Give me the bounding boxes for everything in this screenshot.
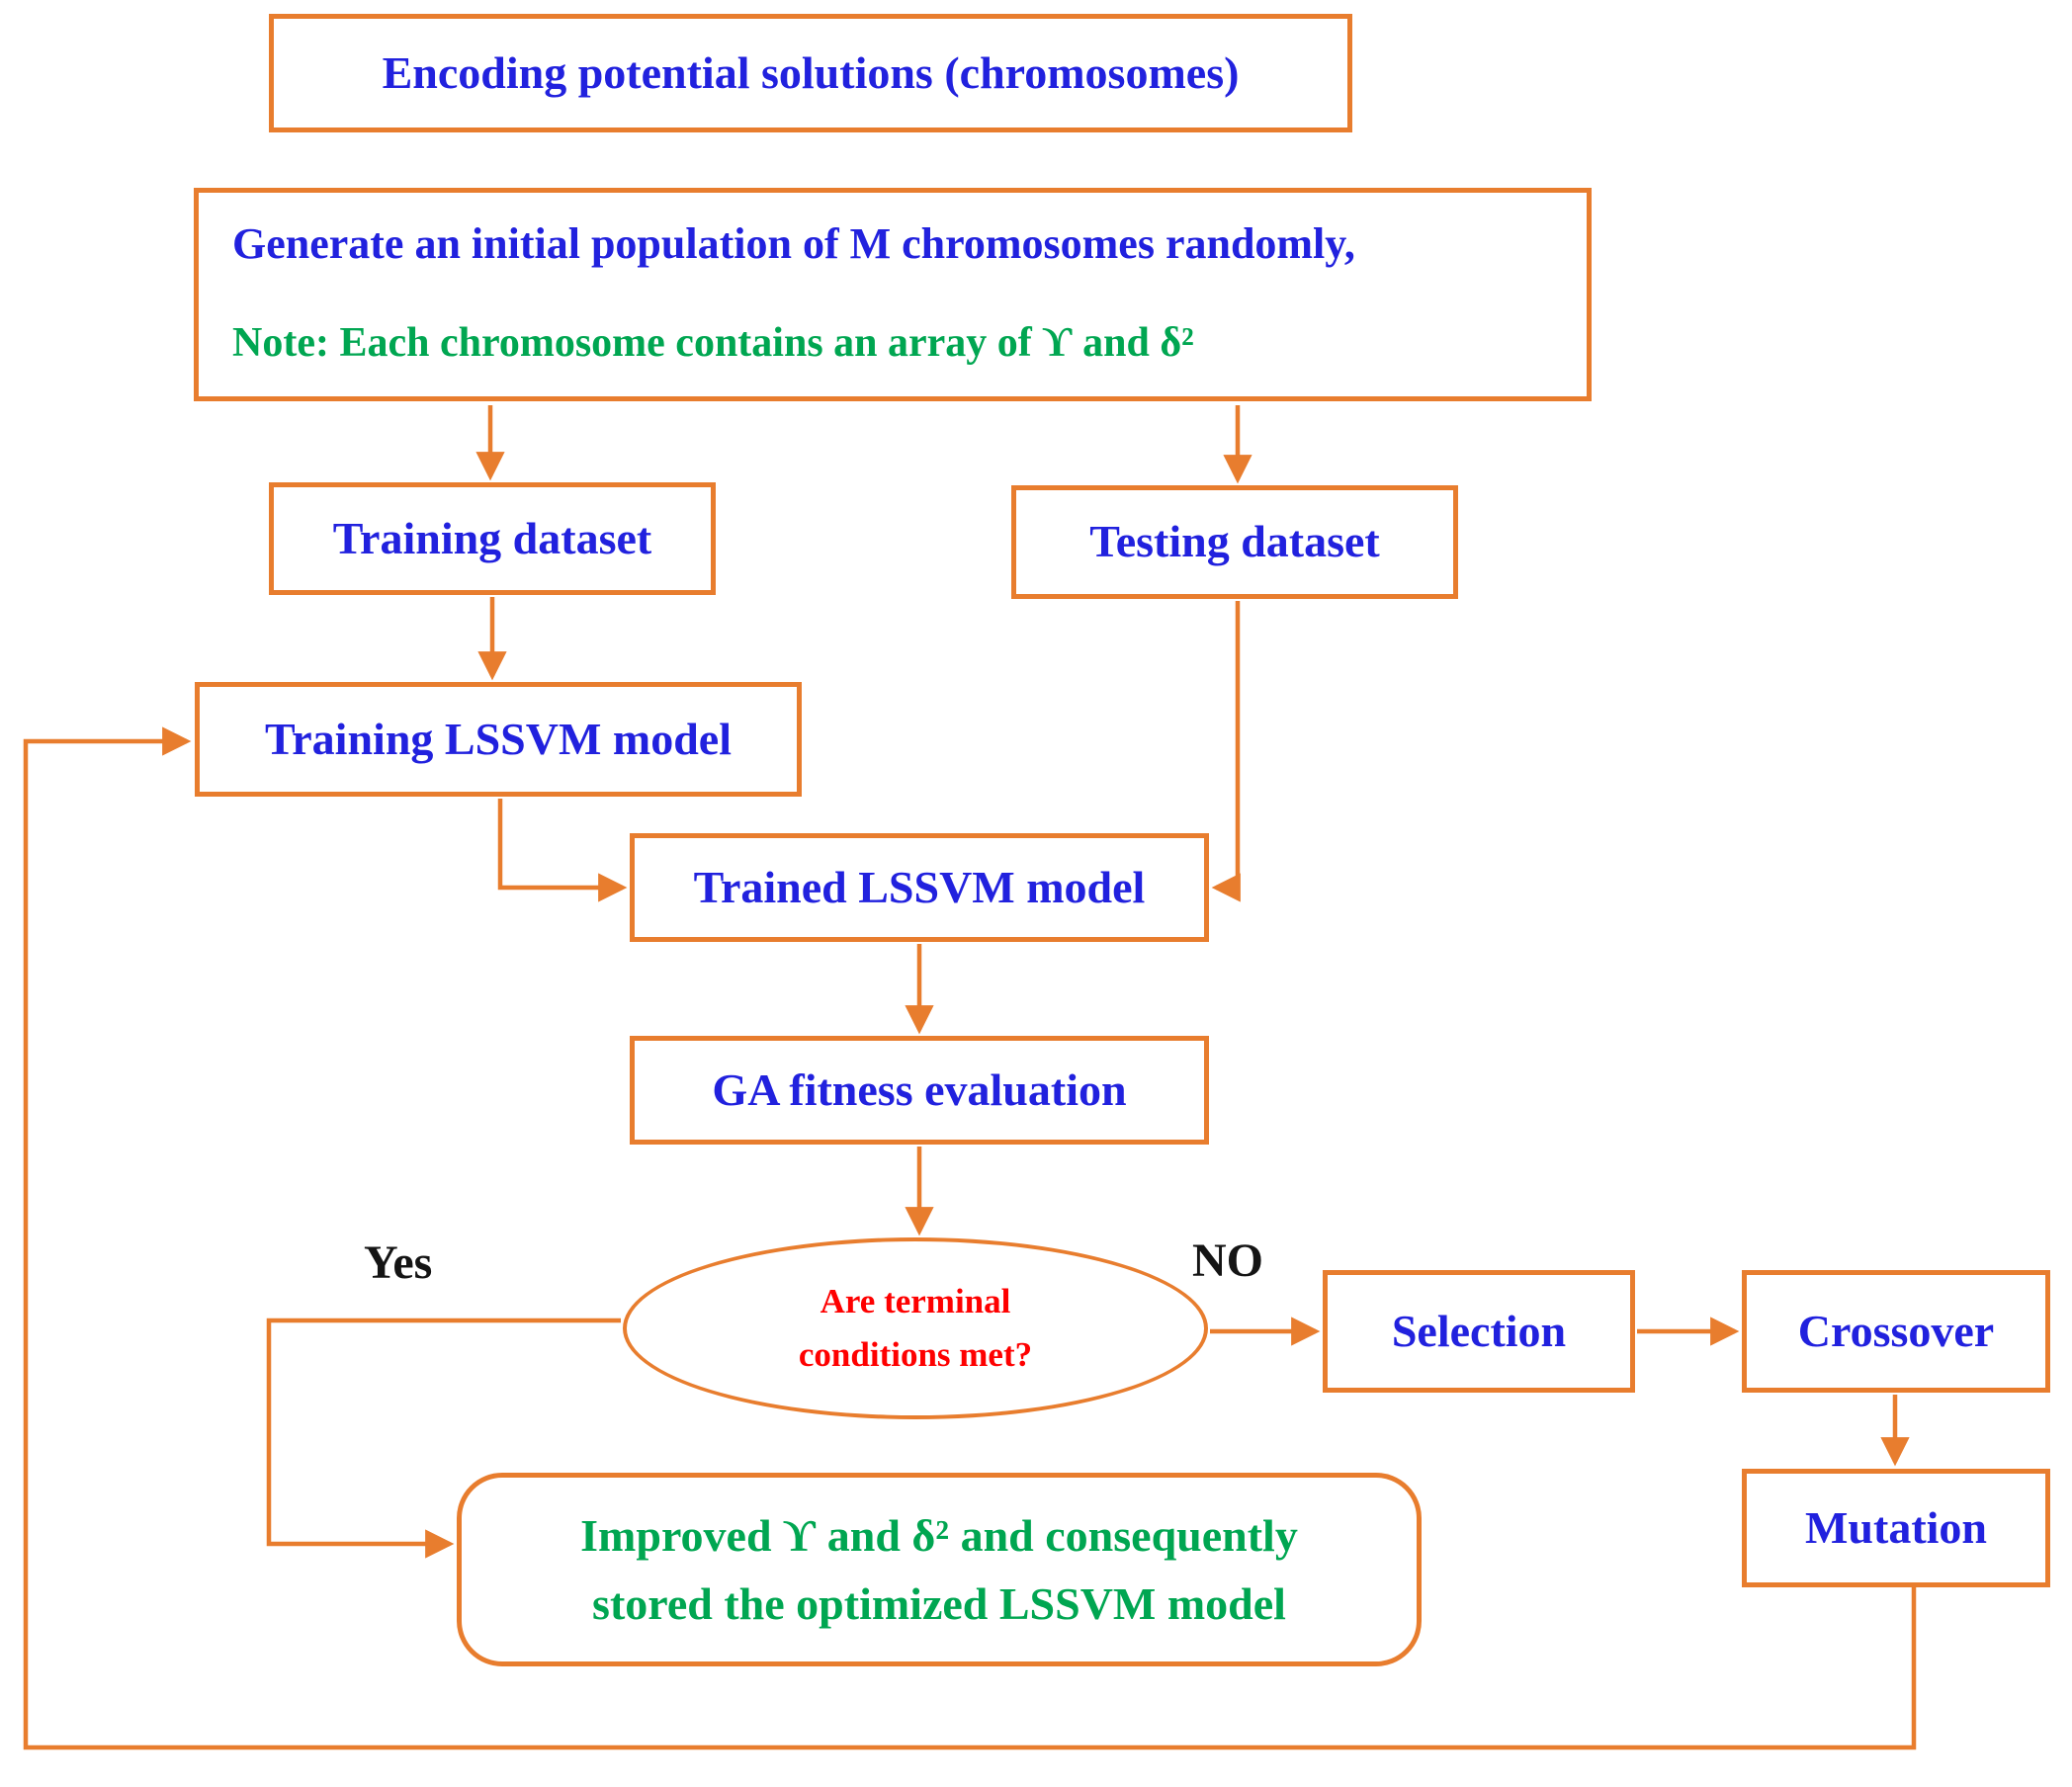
arrow-decision-yes-to-improved — [266, 1318, 621, 1559]
branch-label-no: NO — [1192, 1234, 1263, 1287]
node-mutation-label: Mutation — [1805, 1501, 1987, 1553]
node-crossover-label: Crossover — [1797, 1305, 1995, 1356]
node-generate-note: Note: Each chromosome contains an array … — [232, 320, 1194, 366]
branch-label-yes: Yes — [364, 1236, 433, 1289]
node-decision-terminal-conditions: Are terminal conditions met? — [623, 1237, 1208, 1419]
node-trained-lssvm-model: Trained LSSVM model — [630, 833, 1209, 942]
node-trained-lssvm-model-label: Trained LSSVM model — [693, 861, 1146, 912]
improved-line2: stored the optimized LSSVM model — [592, 1578, 1286, 1629]
node-training-dataset: Training dataset — [269, 482, 716, 595]
node-crossover: Crossover — [1742, 1270, 2050, 1393]
arrow-mutation-feedback-to-training-model — [23, 726, 1917, 1750]
node-training-dataset-label: Training dataset — [332, 512, 652, 563]
node-encoding: Encoding potential solutions (chromosome… — [269, 14, 1352, 132]
node-generate-line1: Generate an initial population of M chro… — [232, 219, 1355, 268]
node-mutation: Mutation — [1742, 1469, 2050, 1587]
node-training-lssvm-model-label: Training LSSVM model — [265, 713, 732, 764]
node-generate-population: Generate an initial population of M chro… — [194, 188, 1592, 401]
node-testing-dataset: Testing dataset — [1011, 485, 1458, 599]
node-training-lssvm-model: Training LSSVM model — [195, 682, 802, 797]
node-selection-label: Selection — [1391, 1305, 1567, 1356]
arrow-testing-dataset-to-trained-model — [1211, 601, 1241, 902]
improved-line1: Improved ϒ and δ² and consequently — [580, 1510, 1298, 1561]
node-testing-dataset-label: Testing dataset — [1089, 516, 1380, 567]
decision-line2: conditions met? — [798, 1335, 1033, 1374]
node-ga-fitness-evaluation: GA fitness evaluation — [630, 1036, 1209, 1145]
arrow-training-model-to-trained-model — [497, 799, 628, 902]
decision-line1: Are terminal — [820, 1281, 1011, 1320]
node-selection: Selection — [1323, 1270, 1635, 1393]
node-improved-optimized-model: Improved ϒ and δ² and consequently store… — [457, 1473, 1422, 1666]
node-ga-fitness-evaluation-label: GA fitness evaluation — [712, 1064, 1127, 1115]
node-encoding-label: Encoding potential solutions (chromosome… — [382, 46, 1240, 98]
